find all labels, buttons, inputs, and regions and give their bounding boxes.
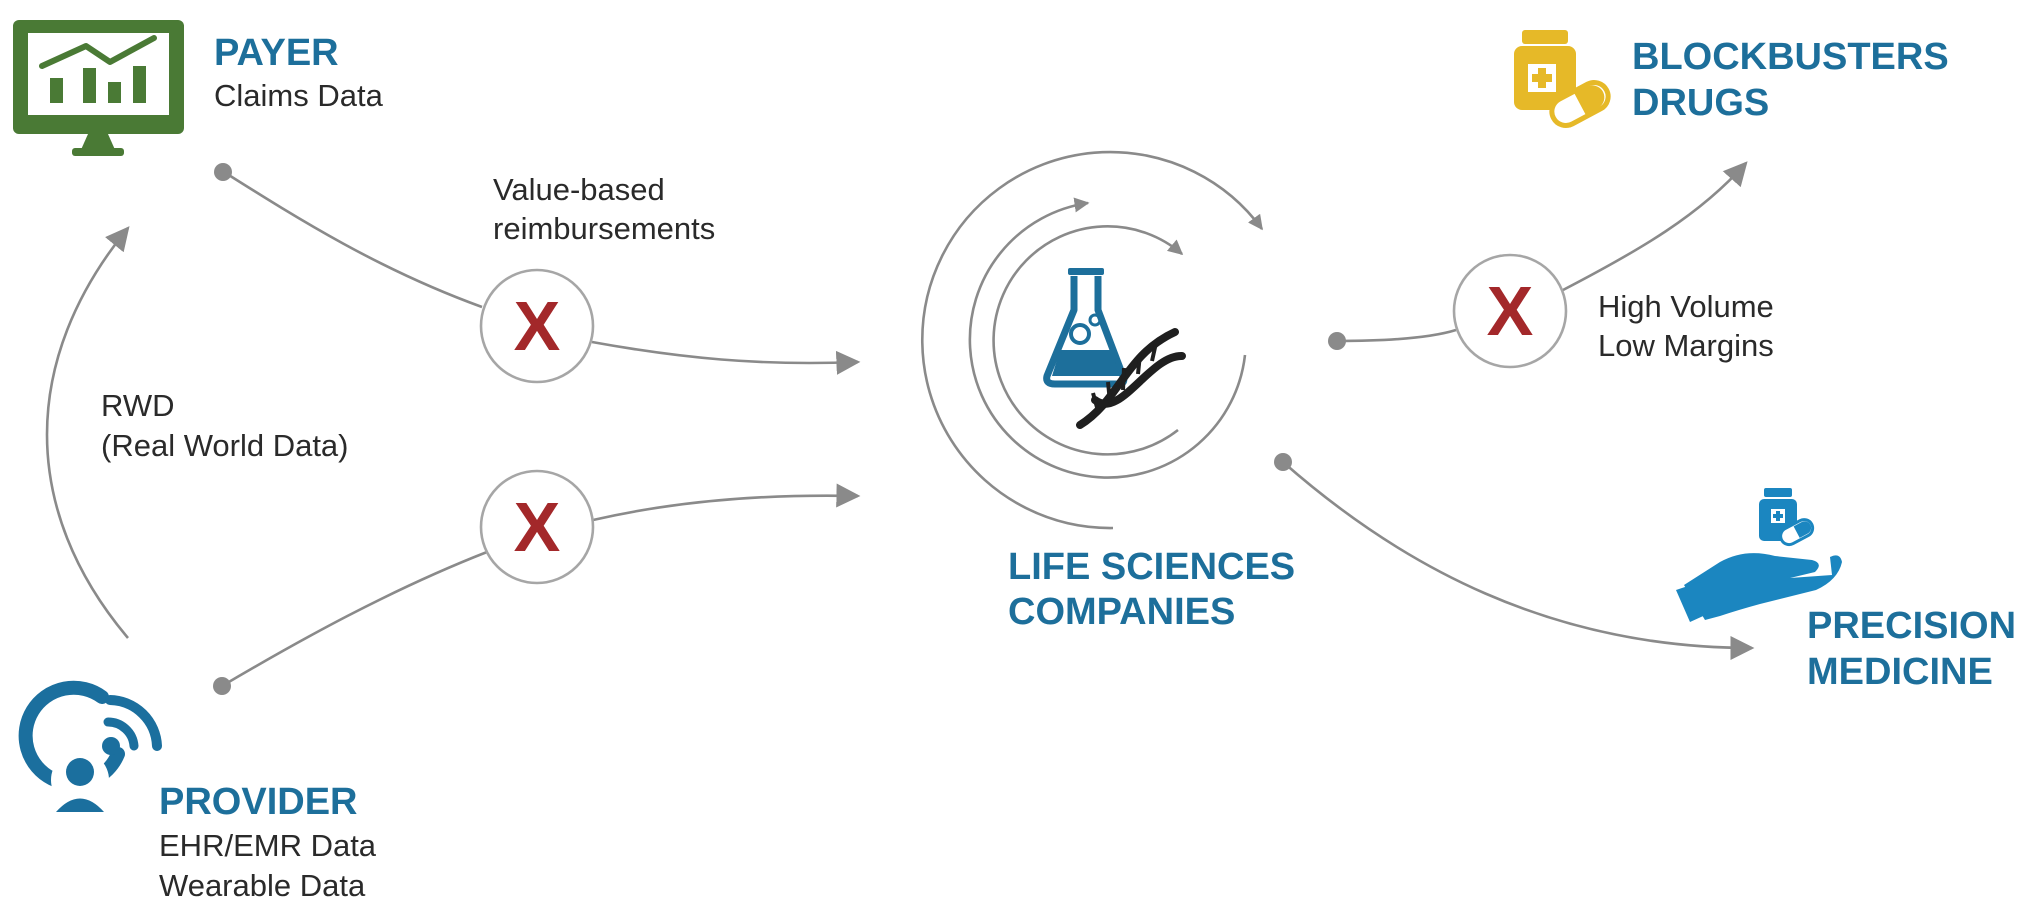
connector-payer-to-x1 <box>223 170 483 309</box>
connector-rwd-arrow <box>45 226 130 639</box>
blocked-x-mark: X <box>514 287 561 365</box>
hand-medicine-icon <box>1676 488 1842 622</box>
rwd-label-line-2: (Real World Data) <box>101 428 349 463</box>
blocker-blockbusters: X <box>1452 253 1568 369</box>
endpoint-dot <box>1274 453 1292 471</box>
payer-subtitle: Claims Data <box>214 78 383 113</box>
high-volume-line-2: Low Margins <box>1598 328 1774 363</box>
flask-dna-icon <box>1043 268 1186 429</box>
endpoint-dot <box>1328 332 1346 350</box>
connector-x3-to-blockbusters <box>1562 161 1748 292</box>
center-title-line-1: LIFE SCIENCES <box>1008 546 1296 588</box>
connector-provider-to-x2 <box>221 550 488 688</box>
precision-title-line-2: MEDICINE <box>1807 651 1993 693</box>
provider-line-2: Wearable Data <box>159 868 366 903</box>
payer-title: PAYER <box>214 32 339 74</box>
blocked-x-mark: X <box>1487 272 1534 350</box>
high-volume-line-1: High Volume <box>1598 289 1774 324</box>
provider-line-1: EHR/EMR Data <box>159 828 377 863</box>
blockbusters-title-line-1: BLOCKBUSTERS <box>1632 36 1949 78</box>
blocker-provider: X <box>479 469 595 585</box>
blocker-value-based: X <box>479 268 595 384</box>
value-based-line-1: Value-based <box>493 172 665 207</box>
blocked-x-mark: X <box>514 488 561 566</box>
connector-x1-to-center <box>591 340 861 375</box>
value-based-line-2: reimbursements <box>493 211 716 246</box>
endpoint-dot <box>213 677 231 695</box>
connector-x2-to-center <box>592 483 861 522</box>
wireless-user-icon <box>18 680 162 812</box>
pill-bottle-capsule-icon <box>1514 30 1611 129</box>
monitor-chart-icon <box>13 20 184 156</box>
provider-title: PROVIDER <box>159 781 358 823</box>
cycle-rings <box>921 150 1264 530</box>
connector-center-to-precision <box>1282 461 1755 660</box>
center-title-line-2: COMPANIES <box>1008 591 1236 633</box>
rwd-label-line-1: RWD <box>101 388 175 423</box>
blockbusters-title-line-2: DRUGS <box>1632 82 1770 124</box>
connector-center-to-x3 <box>1336 328 1457 343</box>
endpoint-dot <box>214 163 232 181</box>
precision-title-line-1: PRECISION <box>1807 605 2017 647</box>
